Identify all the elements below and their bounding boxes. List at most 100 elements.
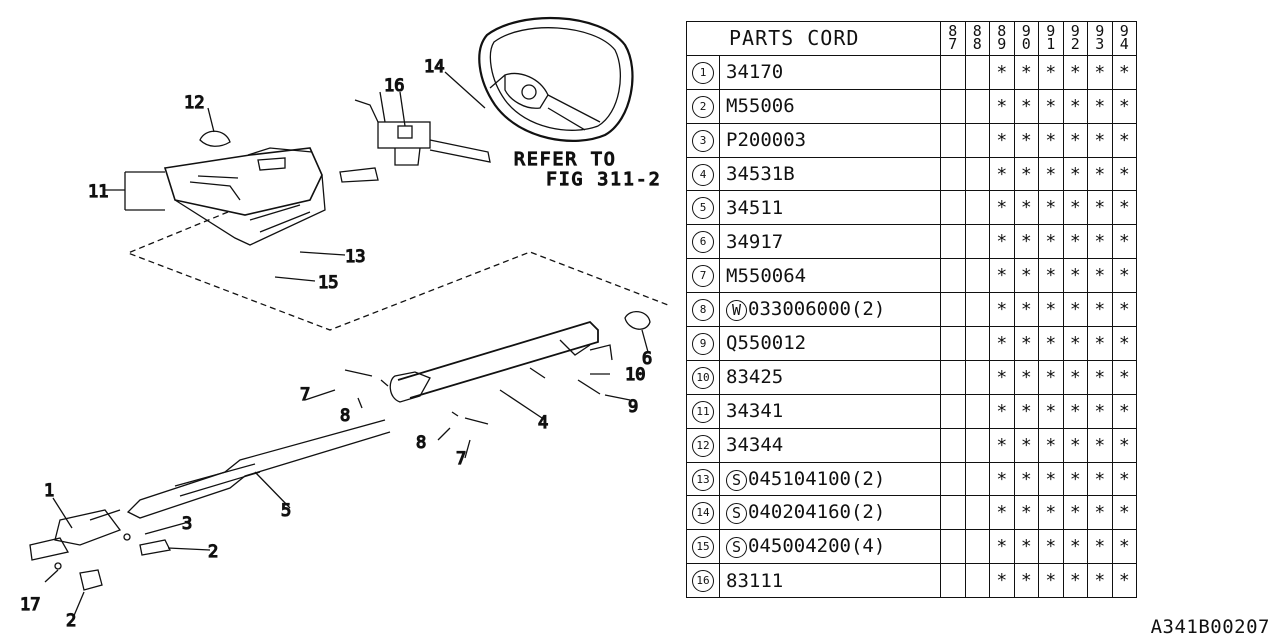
part-prefix-badge: S xyxy=(726,503,747,525)
part-code: M55006 xyxy=(719,88,941,124)
year-mark: * xyxy=(1087,393,1113,429)
row-number: 10 xyxy=(686,359,720,395)
year-mark: * xyxy=(1013,393,1039,429)
year-mark xyxy=(940,292,966,328)
year-mark: * xyxy=(1013,495,1039,531)
year-mark: * xyxy=(1038,359,1064,395)
year-mark xyxy=(964,156,990,192)
year-mark: * xyxy=(1038,427,1064,463)
part-code: 34344 xyxy=(719,427,941,463)
year-mark xyxy=(964,122,990,158)
year-mark: * xyxy=(1038,156,1064,192)
year-mark: * xyxy=(1038,292,1064,328)
year-mark: * xyxy=(1013,292,1039,328)
year-mark: * xyxy=(1111,88,1137,124)
callout-12: 12 xyxy=(184,93,204,113)
year-mark: * xyxy=(1087,326,1113,361)
part-code-text: M55006 xyxy=(726,95,795,118)
year-mark: * xyxy=(1013,156,1039,192)
year-mark: * xyxy=(1087,190,1113,226)
part-code: 34917 xyxy=(719,224,941,260)
year-mark xyxy=(964,529,990,565)
year-mark: * xyxy=(1038,54,1064,90)
year-mark xyxy=(964,258,990,294)
year-mark: * xyxy=(1111,258,1137,294)
year-mark: * xyxy=(1062,122,1088,158)
row-number: 12 xyxy=(686,427,720,463)
callout-3: 3 xyxy=(182,514,192,534)
row-number: 8 xyxy=(686,292,720,328)
year-mark: * xyxy=(1062,156,1088,192)
year-mark xyxy=(964,190,990,226)
year-mark: * xyxy=(1062,529,1088,565)
row-number: 15 xyxy=(686,529,720,565)
year-mark: * xyxy=(989,563,1015,599)
year-mark: * xyxy=(1013,326,1039,361)
row-number: 13 xyxy=(686,461,720,497)
callout-11: 11 xyxy=(88,182,108,202)
year-mark xyxy=(964,54,990,90)
year-mark xyxy=(964,461,990,497)
refer-note-line1: REFER TO xyxy=(514,149,617,170)
row-number: 6 xyxy=(686,224,720,260)
callout-17: 17 xyxy=(20,595,40,615)
part-code-text: 34917 xyxy=(726,230,784,253)
part-code: 83425 xyxy=(719,359,941,395)
year-mark: * xyxy=(1013,461,1039,497)
year-mark: * xyxy=(1013,258,1039,294)
year-mark: * xyxy=(1111,427,1137,463)
part-prefix-badge: S xyxy=(726,537,747,559)
part-prefix-badge: S xyxy=(726,469,747,491)
year-mark: * xyxy=(1087,156,1113,192)
year-mark: * xyxy=(1087,258,1113,294)
steering-wheel-drawing xyxy=(478,16,634,142)
year-mark xyxy=(964,292,990,328)
year-mark: * xyxy=(1062,427,1088,463)
row-number: 16 xyxy=(686,563,720,599)
year-mark: * xyxy=(1111,156,1137,192)
dashed-outline xyxy=(126,211,669,331)
year-mark: * xyxy=(1062,393,1088,429)
parts-cord-header: PARTS CORD xyxy=(686,21,941,56)
year-mark: * xyxy=(1111,563,1137,599)
callout-13: 13 xyxy=(345,247,365,267)
year-mark xyxy=(964,427,990,463)
figure-reference-id: A341B00207 xyxy=(1150,616,1270,638)
year-mark: * xyxy=(1062,563,1088,599)
year-mark: * xyxy=(1111,359,1137,395)
year-mark: * xyxy=(1087,359,1113,395)
year-mark: * xyxy=(1013,190,1039,226)
year-mark: * xyxy=(1111,393,1137,429)
callout-6: 6 xyxy=(642,349,652,369)
year-mark: * xyxy=(1087,461,1113,497)
year-mark: * xyxy=(1087,529,1113,565)
year-mark: * xyxy=(1062,54,1088,90)
year-mark: * xyxy=(989,224,1015,260)
part-code-text: 045004200(4) xyxy=(748,535,886,558)
year-mark: * xyxy=(1111,54,1137,90)
part-code-text: 040204160(2) xyxy=(748,501,886,524)
year-mark xyxy=(940,529,966,565)
year-mark xyxy=(940,427,966,463)
year-mark: * xyxy=(989,427,1015,463)
part-code-text: 34170 xyxy=(726,61,784,84)
year-mark xyxy=(940,88,966,124)
year-mark xyxy=(940,258,966,294)
callout-1: 1 xyxy=(44,481,54,501)
callout-8: 8 xyxy=(340,406,350,426)
part-prefix-badge: W xyxy=(726,300,747,322)
row-number: 3 xyxy=(686,122,720,158)
